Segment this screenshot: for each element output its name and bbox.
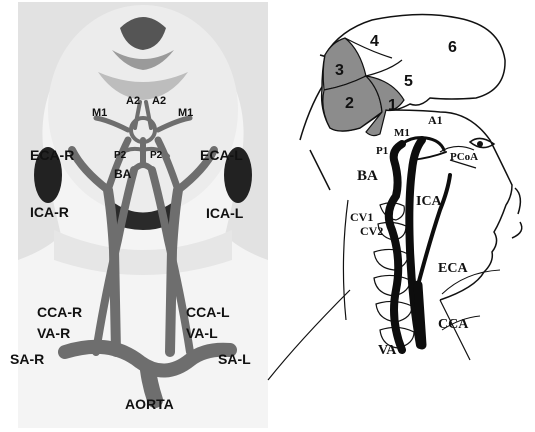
- label-cca-r: CCA-R: [37, 304, 82, 320]
- label-p2-right: P2: [150, 150, 163, 161]
- region-label-1: 1: [388, 97, 397, 114]
- label-r-p1: P1: [376, 145, 388, 157]
- label-r-ba: BA: [357, 168, 378, 184]
- label-sa-r: SA-R: [10, 351, 44, 367]
- label-aorta: AORTA: [125, 396, 174, 412]
- left-panel-vascular-photo: A2 A2 M1 M1 P2 P2 BA ECA-R ECA-L ICA-R I…: [10, 2, 268, 428]
- right-panel-schematic: 1 2 3 4 5 6 A1 M: [268, 14, 522, 380]
- region-label-3: 3: [335, 62, 344, 79]
- label-r-cca: CCA: [438, 317, 469, 332]
- label-va-l: VA-L: [186, 325, 218, 341]
- brain-regions: 1 2 3 4 5 6: [322, 14, 505, 135]
- region-label-4: 4: [370, 33, 379, 50]
- label-ba: BA: [114, 167, 132, 181]
- region-label-2: 2: [345, 95, 354, 112]
- label-p2-left: P2: [114, 150, 127, 161]
- label-a2-right: A2: [152, 95, 166, 107]
- label-r-cv2: CV2: [360, 224, 383, 238]
- label-eca-l: ECA-L: [200, 147, 243, 163]
- label-r-m1: M1: [394, 127, 410, 139]
- cca-vessel: [418, 285, 422, 345]
- label-r-pcoa: PCoA: [450, 151, 478, 163]
- label-va-r: VA-R: [37, 325, 70, 341]
- region-label-6: 6: [448, 39, 457, 56]
- label-m1-right: M1: [178, 107, 193, 119]
- label-r-cv1: CV1: [350, 210, 373, 224]
- label-sa-l: SA-L: [218, 351, 251, 367]
- label-r-va: VA: [378, 343, 397, 358]
- label-r-eca: ECA: [438, 261, 468, 276]
- label-r-ica: ICA: [416, 194, 443, 209]
- label-a2-left: A2: [126, 95, 140, 107]
- label-ica-r: ICA-R: [30, 204, 69, 220]
- label-ica-l: ICA-L: [206, 205, 244, 221]
- label-cca-l: CCA-L: [186, 304, 230, 320]
- label-r-a1: A1: [428, 113, 443, 127]
- region-label-5: 5: [404, 73, 413, 90]
- label-eca-r: ECA-R: [30, 147, 74, 163]
- label-m1-left: M1: [92, 107, 107, 119]
